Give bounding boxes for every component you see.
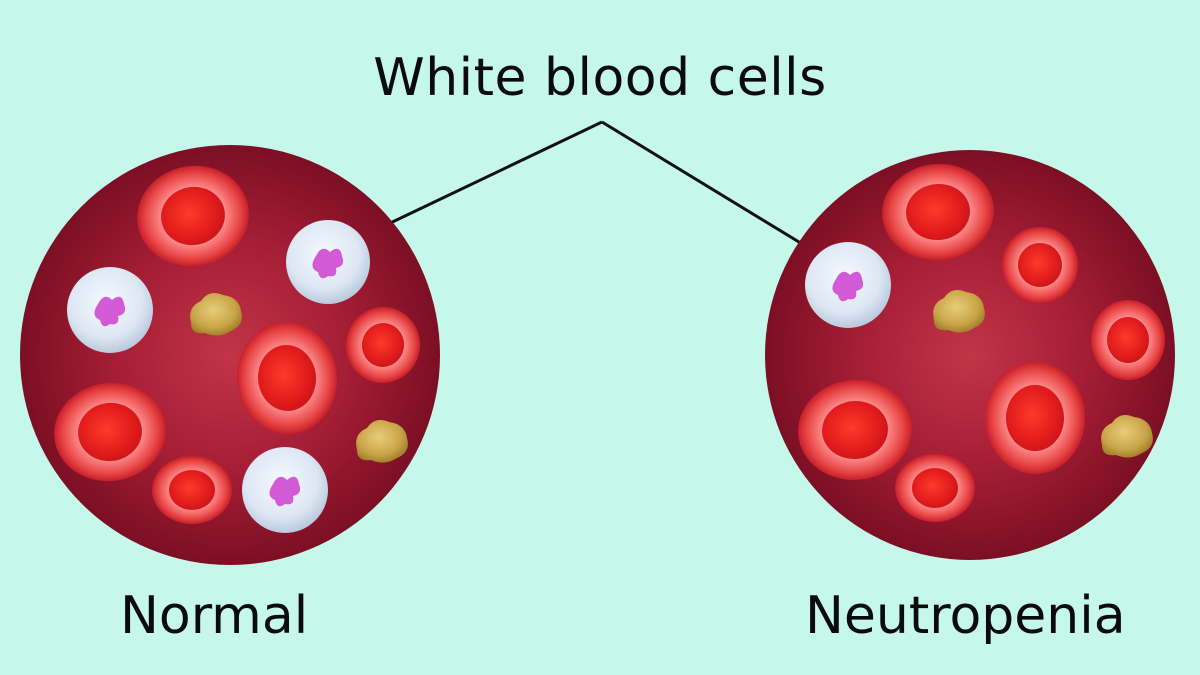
label-normal: Normal — [120, 586, 309, 646]
normal-sample — [20, 145, 440, 565]
red-blood-cell — [882, 163, 994, 261]
red-blood-cell — [345, 307, 421, 383]
red-blood-cell — [1091, 300, 1165, 380]
red-blood-cell — [137, 165, 249, 267]
red-blood-cell — [54, 382, 166, 482]
platelet — [933, 290, 985, 333]
diagram-title: White blood cells — [373, 48, 827, 108]
red-blood-cell — [152, 456, 232, 524]
red-blood-cell — [1002, 227, 1078, 303]
neutropenia-sample — [765, 150, 1175, 560]
pointer-lines — [339, 120, 841, 269]
white-blood-cell — [805, 242, 891, 328]
platelet — [190, 293, 242, 336]
platelet — [1101, 415, 1153, 458]
platelet — [356, 420, 408, 463]
white-blood-cell — [242, 447, 328, 533]
white-blood-cell — [67, 267, 153, 353]
red-blood-cell — [895, 454, 975, 522]
white-blood-cell — [286, 220, 370, 304]
red-blood-cell — [985, 362, 1085, 474]
label-neutropenia: Neutropenia — [805, 586, 1126, 646]
red-blood-cell — [798, 379, 912, 481]
red-blood-cell — [236, 322, 338, 434]
